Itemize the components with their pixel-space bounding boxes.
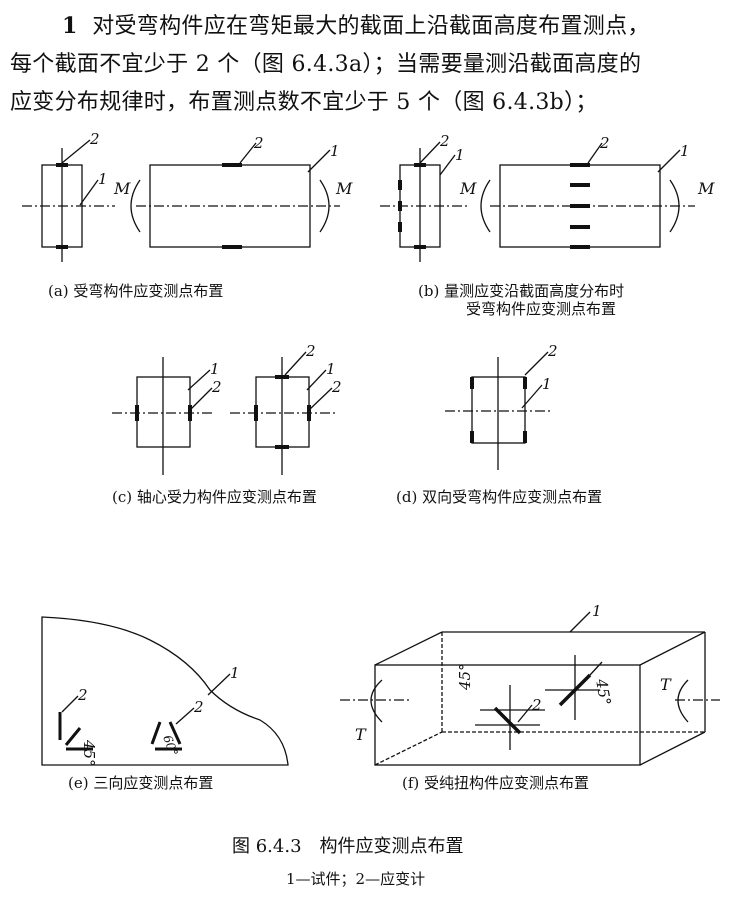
diagram-line (319, 179, 330, 233)
diagram-label: 1 (98, 170, 108, 188)
caption-d: (d) 双向受弯构件应变测点布置 (396, 488, 602, 506)
diagram-label: 45° (456, 663, 474, 691)
diagram-line (308, 387, 333, 411)
strain-gauge-mark (493, 706, 522, 735)
strain-gauge-mark (64, 727, 82, 746)
figure-c: 1 2 2 1 2 (112, 342, 342, 475)
diagram-line (61, 139, 91, 164)
paragraph-line-2: 每个截面不宜少于 2 个（图 6.4.3a）；当需要量测沿截面高度的 (10, 52, 642, 77)
caption-b-line2: 受弯构件应变测点布置 (466, 300, 616, 318)
diagram-line (306, 369, 327, 391)
diagram-line (374, 631, 443, 666)
diagram-label: 1 (230, 664, 240, 682)
diagram-label: M (697, 179, 715, 198)
diagram-label: M (113, 179, 131, 198)
diagram-line (41, 616, 289, 766)
strain-gauge-mark (168, 721, 182, 745)
diagram-label: 2 (77, 686, 88, 704)
diagram-line (239, 142, 257, 164)
diagram-line (307, 149, 331, 173)
diagram-line (589, 661, 603, 676)
figure-d: 2 1 (445, 342, 558, 470)
diagram-label: 45° (80, 739, 98, 767)
figure-a: 2 1 2 1 M M (22, 130, 353, 262)
diagram-line (587, 142, 603, 164)
strain-gauge-mark (558, 673, 592, 707)
figure-b: 2 1 2 1 M M (380, 132, 715, 262)
diagram-line (657, 149, 681, 173)
diagram-line (639, 731, 706, 766)
diagram-label: 2 (439, 132, 450, 150)
diagram-label: M (459, 179, 477, 198)
diagram-line (524, 351, 549, 376)
diagram-label: 1 (326, 360, 336, 378)
figure-title: 图 6.4.3 构件应变测点布置 (232, 836, 464, 857)
caption-f: (f) 受纯扭构件应变测点布置 (402, 774, 589, 792)
diagram-label: 2 (599, 134, 610, 152)
diagram-label: 2 (211, 378, 222, 396)
diagram-line (374, 664, 641, 766)
diagram-line (207, 673, 231, 696)
diagram-line (370, 679, 383, 723)
item-number: 1 (62, 13, 78, 39)
caption-a: (a) 受弯构件应变测点布置 (48, 282, 223, 300)
diagram-label: T (660, 675, 672, 694)
diagram-label: 2 (193, 698, 204, 716)
diagram-line (284, 351, 307, 376)
diagram-label: 2 (89, 130, 100, 148)
strain-gauge-mark (150, 721, 162, 745)
diagram-line (419, 141, 441, 164)
diagram-label: 1 (330, 142, 340, 160)
diagram-line (79, 179, 99, 206)
paragraph-line-1: 1 对受弯构件应在弯矩最大的截面上沿截面高度布置测点， (62, 8, 650, 40)
diagram-line (669, 179, 680, 233)
diagram-label: 1 (210, 360, 220, 378)
figure-legend: 1—试件；2—应变计 (286, 870, 425, 888)
diagram-line (677, 679, 689, 723)
diagram-line (189, 387, 213, 411)
diagram-label: 1 (542, 375, 552, 393)
figure-f: 1 T T 2 45° 45° (340, 602, 720, 766)
diagram-label: 1 (455, 146, 465, 164)
diagram-label: 45° (592, 677, 615, 707)
diagram-label: 60° (160, 733, 180, 758)
diagram-label: 2 (531, 696, 542, 714)
diagram-line (187, 369, 211, 391)
paragraph-line-3: 应变分布规律时，布置测点数不宜少于 5 个（图 6.4.3b）； (10, 90, 598, 115)
diagram-label: 2 (305, 342, 316, 360)
diagram-label: M (335, 179, 353, 198)
diagram-line (439, 154, 456, 176)
diagram-label: 2 (331, 378, 342, 396)
caption-b-line1: (b) 量测应变沿截面高度分布时 (418, 282, 624, 300)
diagram-line (374, 731, 443, 766)
caption-e: (e) 三向应变测点布置 (68, 774, 213, 792)
caption-c: (c) 轴心受力构件应变测点布置 (112, 488, 317, 506)
diagram-label: 1 (680, 142, 690, 160)
diagram-line (517, 704, 533, 723)
diagram-line (521, 384, 543, 409)
diagram-label: 2 (253, 134, 264, 152)
figure-e: 1 2 45° 2 60° (41, 616, 289, 767)
diagram-label: 1 (592, 602, 602, 620)
diagram-line (61, 695, 79, 713)
diagram-label: T (355, 725, 367, 744)
diagram-line (569, 611, 591, 633)
diagram-line (639, 631, 706, 666)
diagram-line (130, 179, 141, 233)
paragraph-text: 对受弯构件应在弯矩最大的截面上沿截面高度布置测点， (92, 14, 650, 39)
diagram-label: 2 (547, 342, 558, 360)
diagram-line (480, 179, 491, 233)
diagram-line (175, 707, 195, 725)
